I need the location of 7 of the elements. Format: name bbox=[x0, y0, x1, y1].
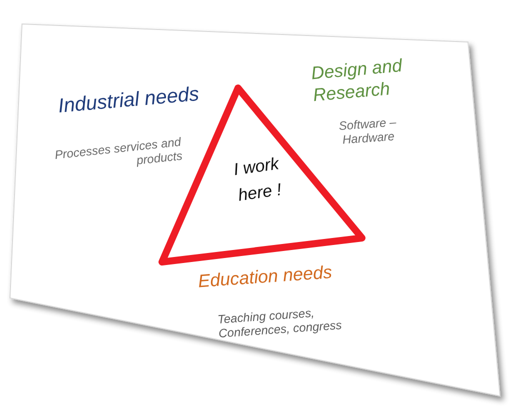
category-heading: Education needs bbox=[197, 260, 334, 293]
description-text: Software – Hardware bbox=[337, 114, 398, 148]
description-text: Processes services and products bbox=[53, 134, 184, 170]
category-heading: Design and Research bbox=[310, 54, 404, 106]
description-text: Teaching courses, Conferences, congress bbox=[217, 304, 344, 342]
category-heading: Industrial needs bbox=[57, 82, 201, 118]
node-text: I work here ! bbox=[231, 153, 284, 206]
